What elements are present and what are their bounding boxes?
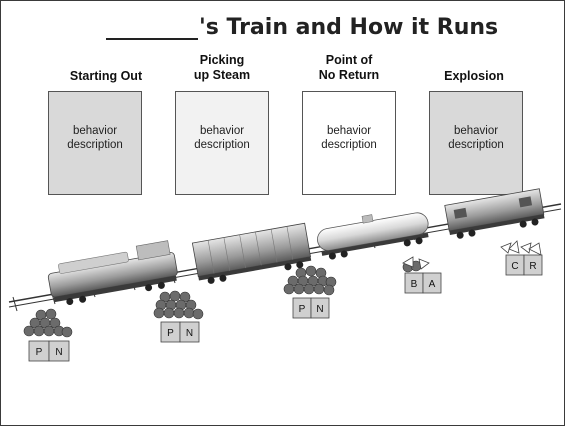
behavior-description: behavior description xyxy=(321,125,377,151)
caboose xyxy=(444,188,545,239)
crate-label: P xyxy=(299,304,306,315)
crate-label: R xyxy=(529,261,536,272)
behavior-box-point-of-no-return: behavior description xyxy=(302,91,396,195)
coal-pile-starting-out: P N xyxy=(23,308,73,362)
stage-label-starting-out: Starting Out xyxy=(69,69,143,83)
tank-car xyxy=(317,212,429,260)
behavior-description: behavior description xyxy=(67,125,123,151)
coal-pile-point-of-no-return: P N xyxy=(283,265,337,319)
crate-label: P xyxy=(167,328,174,339)
stage-label-explosion: Explosion xyxy=(444,69,504,83)
crate-label: N xyxy=(186,328,193,339)
behavior-box-starting-out: behavior description xyxy=(48,91,142,195)
rocks-explosion: B A xyxy=(402,256,442,294)
behavior-box-picking-up-steam: behavior description xyxy=(175,91,269,195)
boxcar xyxy=(191,222,312,284)
slide-title: 's Train and How it Runs xyxy=(106,15,546,49)
crate-label: N xyxy=(316,304,323,315)
stage-label-picking-up-steam: Picking up Steam xyxy=(193,53,251,82)
title-text: 's Train and How it Runs xyxy=(199,15,499,40)
crate-label: C xyxy=(511,261,518,272)
behavior-box-explosion: behavior description xyxy=(429,91,523,195)
crate-label: A xyxy=(429,279,436,290)
behavior-description: behavior description xyxy=(194,125,250,151)
stage-label-point-of-no-return: Point of No Return xyxy=(318,53,380,82)
coal-pile-picking-up-steam: P N xyxy=(153,290,204,343)
crate-label: N xyxy=(55,347,62,358)
crystals-explosion: C R xyxy=(500,240,543,276)
crate-label: P xyxy=(36,347,43,358)
behavior-description: behavior description xyxy=(448,125,504,151)
locomotive xyxy=(47,240,178,306)
crate-label: B xyxy=(411,279,418,290)
title-name-blank xyxy=(106,16,198,40)
